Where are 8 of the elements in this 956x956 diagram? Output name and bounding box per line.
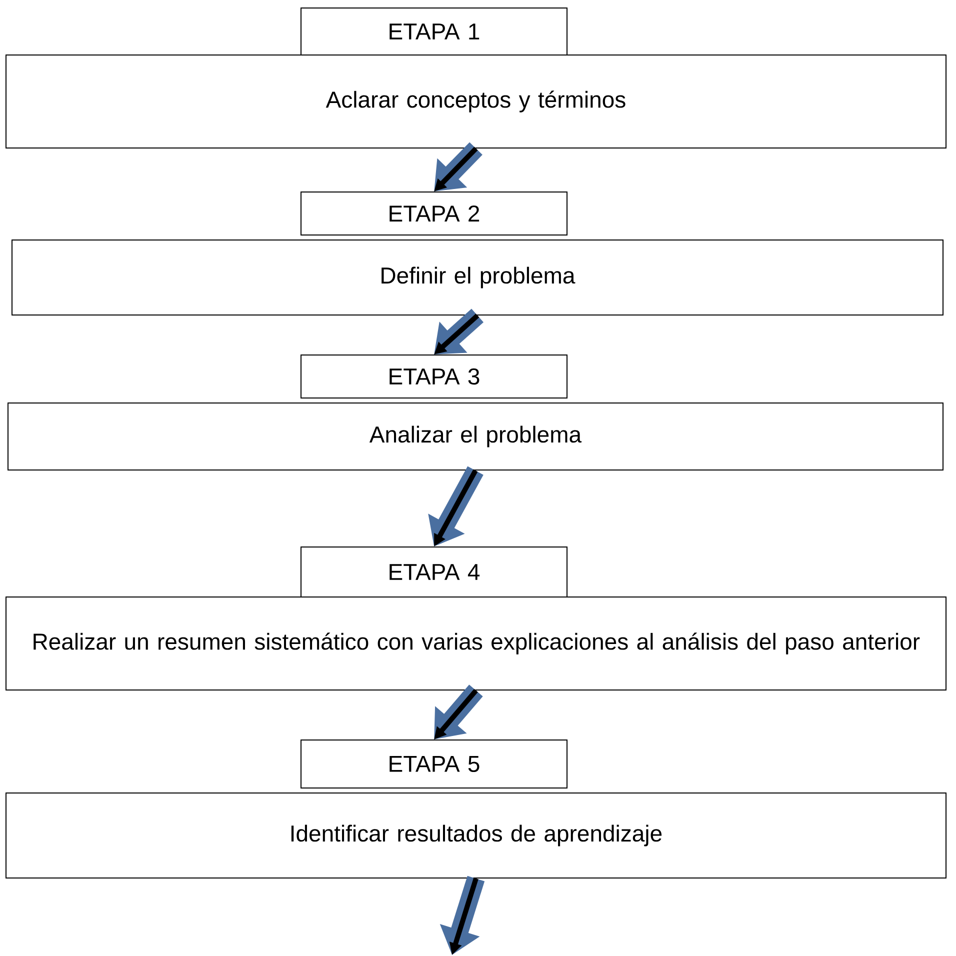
step-box: Definir el problema — [12, 240, 944, 316]
stage-box: ETAPA 4 — [300, 546, 568, 598]
step-box: Analizar el problema — [8, 402, 944, 470]
stage-box: ETAPA 1 — [300, 8, 568, 56]
step-box: Identificar resultados de aprendizaje — [6, 792, 946, 879]
stage-box: ETAPA 3 — [300, 354, 568, 398]
stage-box: ETAPA 5 — [300, 740, 568, 788]
stage-box: ETAPA 2 — [300, 192, 568, 236]
